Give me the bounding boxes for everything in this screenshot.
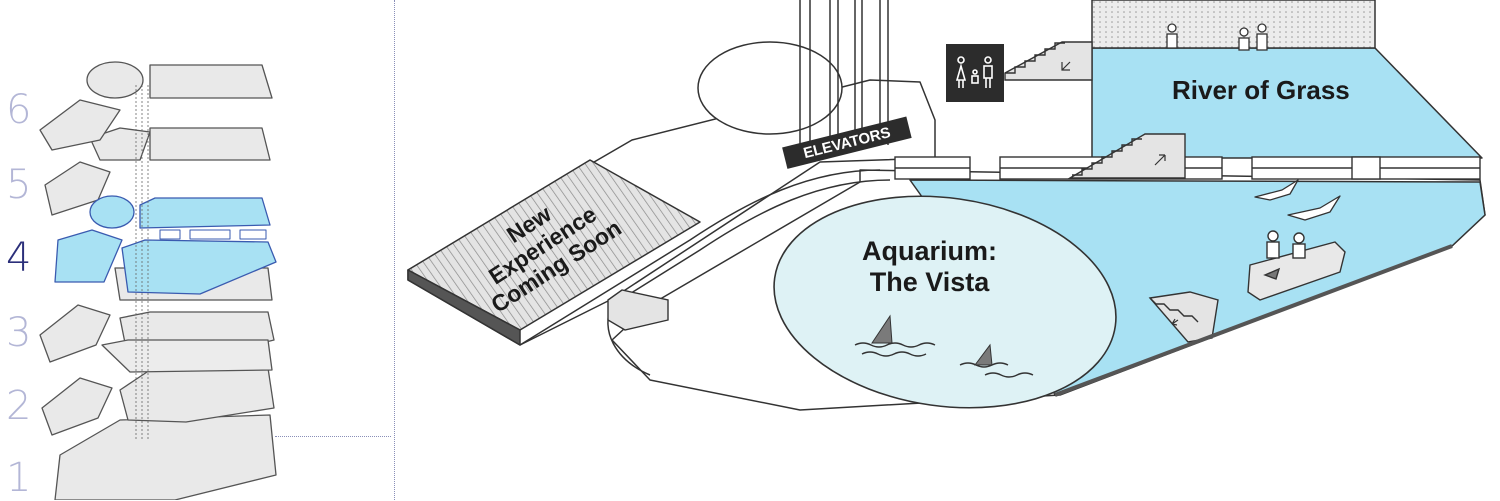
floor-stack-level-5[interactable] [44, 127, 271, 216]
panel-divider [394, 0, 395, 500]
floor-button-1[interactable]: 1 [6, 455, 32, 501]
aquarium-tank[interactable] [760, 175, 1130, 429]
upper-rotunda [697, 41, 843, 135]
family-restroom-icon[interactable] [946, 44, 1004, 102]
boat-icon [1247, 230, 1346, 301]
floor-button-3[interactable]: 3 [6, 310, 32, 356]
floor-stack-level-1[interactable] [54, 414, 277, 500]
floor-button-6[interactable]: 6 [6, 87, 32, 133]
floor-leader-line [275, 436, 391, 437]
person-icon [1166, 23, 1268, 51]
floor-stack-level-6[interactable] [39, 61, 273, 151]
river-of-grass-area[interactable] [1091, 0, 1483, 159]
new-experience-area[interactable] [407, 159, 701, 346]
elevator-shafts[interactable] [799, 0, 889, 145]
bird-icon [1254, 179, 1341, 221]
floor-stack-level-3[interactable] [39, 304, 275, 373]
floor-button-2[interactable]: 2 [6, 383, 32, 429]
floor-stack-level-4-active[interactable] [54, 195, 277, 295]
floor-button-4[interactable]: 4 [6, 235, 32, 281]
shark-fin-icon [871, 314, 993, 366]
floor-stack [39, 61, 277, 500]
escalator-icon[interactable] [607, 41, 1219, 343]
floor-button-5[interactable]: 5 [6, 162, 32, 208]
